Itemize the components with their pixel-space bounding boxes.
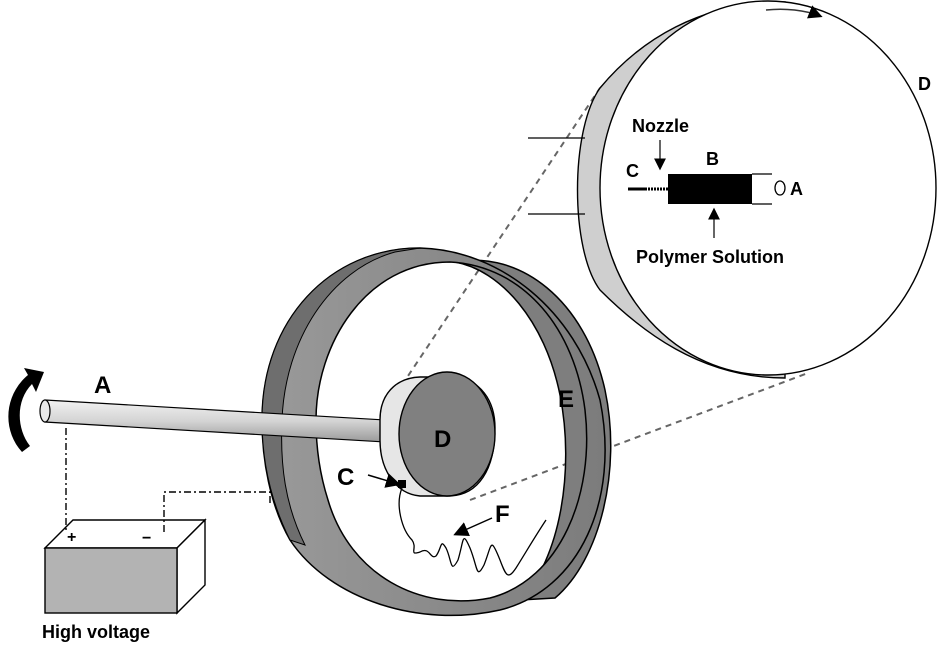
reservoir-block	[668, 174, 752, 204]
plus-terminal: +	[67, 529, 76, 546]
high-voltage-box	[43, 518, 207, 615]
high-voltage-label: High voltage	[42, 622, 150, 642]
inset-rotation-arrow-icon	[765, 5, 823, 19]
nozzle-pointer-arrow	[367, 473, 401, 488]
inset-label-disc: D	[918, 74, 931, 94]
label-disc: D	[434, 426, 451, 453]
inset-label-nozzle: C	[626, 161, 639, 181]
fiber-jet	[398, 487, 547, 576]
nozzle-point	[398, 480, 406, 488]
projection-line-bottom	[469, 372, 809, 501]
label-shaft: A	[94, 372, 111, 399]
rotation-arrow-icon	[8, 368, 44, 452]
label-fiber: F	[495, 501, 510, 528]
label-collector: E	[558, 386, 574, 413]
collector-drum	[261, 247, 612, 617]
inset-label-shaft: A	[790, 179, 803, 199]
inset-label-solution: Polymer Solution	[636, 247, 784, 267]
negative-wire	[163, 491, 271, 532]
jet-pointer-arrow	[453, 517, 493, 536]
rotating-shaft	[39, 399, 386, 443]
shaft-hole	[774, 180, 786, 196]
inset-label-reservoir: B	[706, 149, 719, 169]
spinneret-disc	[379, 371, 496, 497]
minus-terminal: −	[142, 530, 151, 547]
label-nozzle: C	[337, 464, 354, 491]
inset-label-nozzle-title: Nozzle	[632, 116, 689, 136]
